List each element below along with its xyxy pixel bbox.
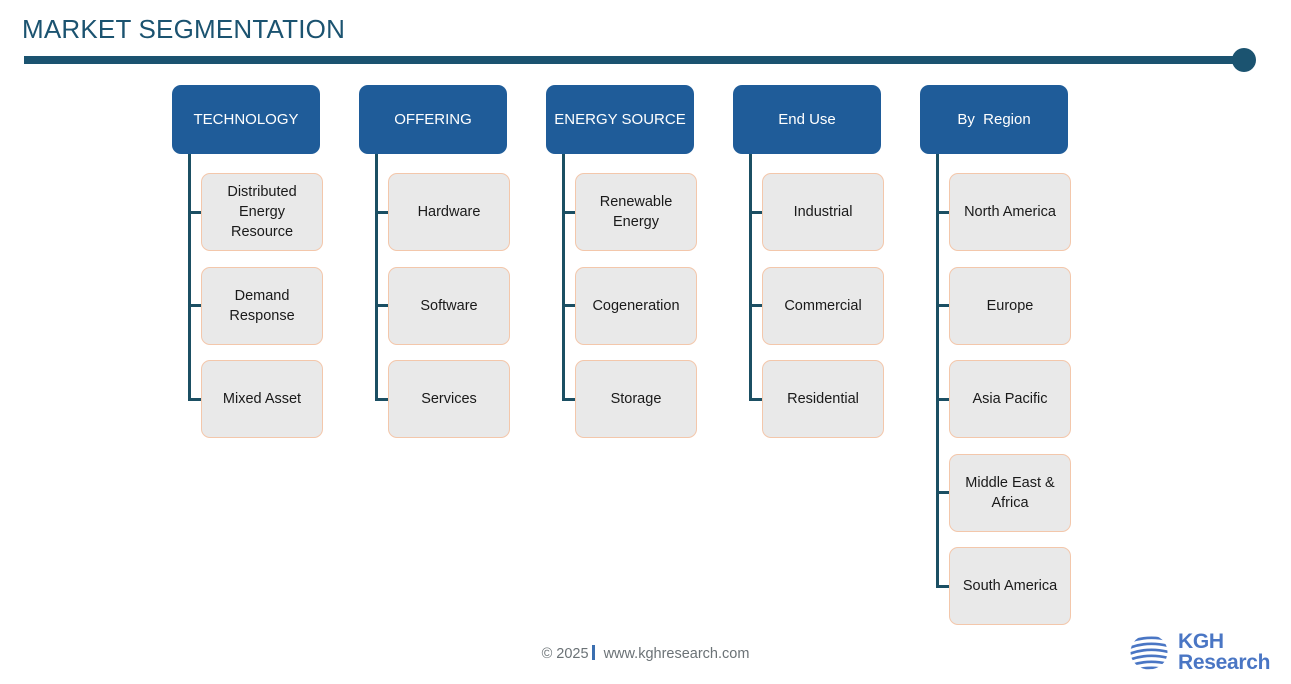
child-connector-2-1 — [376, 210, 389, 214]
segment-item[interactable]: Mixed Asset — [201, 360, 323, 438]
footer-website: www.kghresearch.com — [603, 646, 750, 662]
child-connector-5-1 — [937, 210, 950, 214]
segment-item[interactable]: Commercial — [762, 266, 884, 345]
column-connector-trunk-5 — [936, 154, 939, 588]
segment-item[interactable]: North America — [949, 173, 1071, 251]
child-connector-2-3 — [376, 397, 389, 401]
segment-item[interactable]: Europe — [949, 266, 1071, 345]
page-title: MARKET SEGMENTATION — [22, 14, 346, 44]
column-connector-trunk-4 — [749, 154, 752, 401]
child-connector-1-2 — [189, 304, 202, 307]
logo-line-2: Research — [1178, 651, 1271, 674]
logo-line-1: KGH — [1178, 630, 1224, 653]
column-connector-trunk-3 — [562, 154, 565, 401]
segment-item[interactable]: Storage — [575, 360, 697, 438]
child-connector-4-2 — [750, 304, 763, 307]
segment-item[interactable]: Distributed Energy Resource — [201, 173, 323, 251]
column-header-5[interactable]: By Region — [920, 85, 1068, 154]
child-connector-5-5 — [937, 584, 950, 588]
child-connector-4-3 — [750, 397, 763, 401]
segment-item[interactable]: Cogeneration — [575, 266, 697, 345]
child-connector-1-3 — [189, 397, 202, 401]
segment-item[interactable]: Software — [388, 266, 510, 345]
segment-item[interactable]: South America — [949, 547, 1071, 625]
child-connector-4-1 — [750, 210, 763, 214]
footer-divider — [591, 645, 595, 660]
header-divider-rule — [24, 56, 1240, 64]
segment-item[interactable]: Asia Pacific — [949, 360, 1071, 438]
segment-item[interactable]: Services — [388, 360, 510, 438]
segment-item[interactable]: Middle East & Africa — [949, 453, 1071, 532]
header-rule-end-dot — [1232, 48, 1256, 72]
segment-item[interactable]: Industrial — [762, 173, 884, 251]
segment-item[interactable]: Renewable Energy — [575, 173, 697, 251]
child-connector-5-3 — [937, 397, 950, 401]
kgh-research-logo: KGH Research — [1126, 627, 1282, 677]
footer-credit: © 2025 www.kghresearch.com — [0, 645, 1291, 662]
segment-item[interactable]: Demand Response — [201, 266, 323, 345]
segment-item[interactable]: Hardware — [388, 173, 510, 251]
child-connector-3-3 — [563, 397, 576, 401]
child-connector-3-1 — [563, 210, 576, 214]
footer-copyright: © 2025 — [541, 646, 589, 662]
child-connector-3-2 — [563, 304, 576, 307]
child-connector-5-4 — [937, 491, 950, 494]
column-header-4[interactable]: End Use — [733, 85, 881, 154]
child-connector-2-2 — [376, 304, 389, 307]
child-connector-5-2 — [937, 304, 950, 307]
column-header-1[interactable]: TECHNOLOGY — [172, 85, 320, 154]
segment-item[interactable]: Residential — [762, 360, 884, 438]
column-header-3[interactable]: ENERGY SOURCE — [546, 85, 694, 154]
column-connector-trunk-1 — [188, 154, 191, 401]
logo-wordmark: KGH Research — [1178, 631, 1270, 673]
column-connector-trunk-2 — [375, 154, 378, 401]
child-connector-1-1 — [189, 210, 202, 214]
globe-icon — [1130, 634, 1168, 670]
column-header-2[interactable]: OFFERING — [359, 85, 507, 154]
